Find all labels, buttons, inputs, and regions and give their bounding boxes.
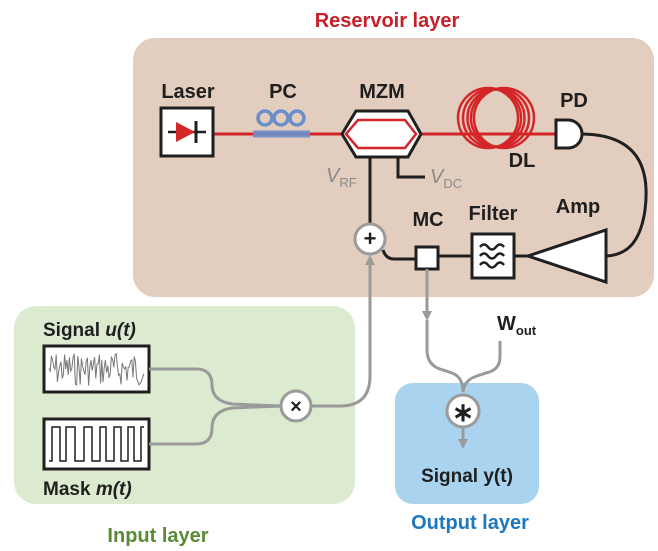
delay-line-coil-icon bbox=[456, 86, 536, 150]
signal-path-multiply-to-sum bbox=[311, 255, 375, 408]
laser-label: Laser bbox=[161, 81, 215, 103]
pc-loops-icon bbox=[253, 109, 310, 138]
photodetector-icon bbox=[554, 118, 584, 150]
amplifier-icon bbox=[523, 227, 608, 285]
reservoir-layer-title: Reservoir layer bbox=[315, 10, 460, 32]
signal-path-states-to-convolve bbox=[425, 320, 465, 393]
signal-path-mask-to-multiply bbox=[149, 404, 282, 446]
vrf-label: VRF bbox=[326, 165, 357, 190]
sum-symbol: + bbox=[364, 226, 377, 251]
filter-wave-icon bbox=[479, 243, 505, 269]
amp-label: Amp bbox=[556, 196, 600, 218]
signal-path-input-to-multiply bbox=[149, 367, 282, 408]
svg-text:Wout: Wout bbox=[497, 313, 537, 338]
pc-label: PC bbox=[269, 81, 297, 103]
svg-text:Mask m(t): Mask m(t) bbox=[43, 479, 132, 500]
filter-box bbox=[470, 232, 516, 280]
signal-path-wout-to-convolve bbox=[461, 341, 502, 393]
multiply-node bbox=[279, 389, 313, 423]
mzm-modulator-icon bbox=[340, 109, 423, 159]
mask-waveform bbox=[49, 426, 144, 462]
electrical-path-pd-amp bbox=[579, 132, 648, 258]
electrical-path-mc-sum bbox=[381, 249, 416, 261]
dl-label: DL bbox=[509, 150, 536, 172]
output-signal-label: Signal y(t) bbox=[421, 466, 513, 487]
mzm-label: MZM bbox=[359, 81, 405, 103]
vdc-label: VDC bbox=[430, 166, 462, 191]
svg-text:Signal y(t): Signal y(t) bbox=[421, 466, 513, 487]
laser-diode-icon bbox=[168, 121, 206, 143]
convolve-symbol: ∗ bbox=[452, 397, 474, 427]
sum-node bbox=[353, 222, 387, 256]
wout-label: Wout bbox=[497, 313, 537, 338]
svg-text:VDC: VDC bbox=[430, 166, 462, 191]
convolve-node bbox=[445, 393, 481, 429]
input-signal-waveform bbox=[48, 352, 145, 387]
input-layer-title: Input layer bbox=[107, 525, 208, 547]
mask-label: Mask m(t) bbox=[43, 479, 132, 500]
filter-label: Filter bbox=[469, 203, 518, 225]
mc-label: MC bbox=[412, 209, 443, 231]
svg-text:VRF: VRF bbox=[326, 165, 357, 190]
multiply-symbol: × bbox=[290, 396, 302, 418]
svg-text:Signal u(t): Signal u(t) bbox=[43, 320, 136, 341]
output-layer-title: Output layer bbox=[411, 512, 529, 534]
pd-label: PD bbox=[560, 90, 588, 112]
mc-box bbox=[414, 245, 440, 271]
input-signal-label: Signal u(t) bbox=[43, 320, 136, 341]
mzm-waveguide-arms bbox=[344, 118, 418, 150]
